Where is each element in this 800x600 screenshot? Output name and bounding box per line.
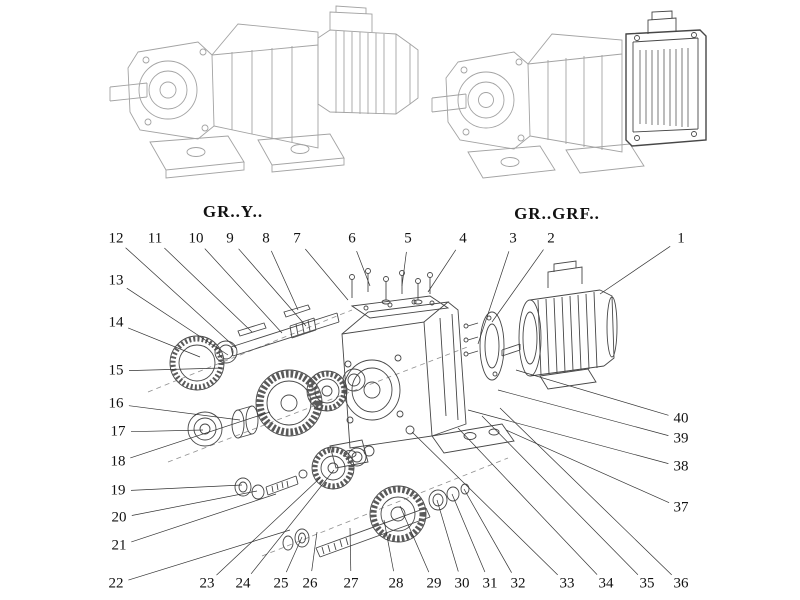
leader-line-35 <box>481 415 639 575</box>
leader-line-37 <box>505 429 670 504</box>
input-shaft <box>230 304 340 357</box>
leader-line-24 <box>250 469 335 575</box>
leader-line-40 <box>515 369 669 416</box>
callout-5: 5 <box>404 230 412 247</box>
callout-1: 1 <box>677 230 685 247</box>
leader-line-38 <box>467 409 669 464</box>
callout-22: 22 <box>108 575 124 592</box>
leader-line-34 <box>457 427 598 575</box>
callout-40: 40 <box>673 410 689 427</box>
callout-29: 29 <box>426 575 442 592</box>
leader-line-20 <box>131 490 258 516</box>
callout-38: 38 <box>673 458 689 475</box>
leader-line-33 <box>411 431 558 576</box>
callout-24: 24 <box>235 575 251 592</box>
leader-line-29 <box>399 505 430 573</box>
leader-line-11 <box>164 247 253 333</box>
callout-3: 3 <box>509 230 517 247</box>
callout-10: 10 <box>188 230 204 247</box>
motor-flange-parts <box>463 311 521 381</box>
callout-37: 37 <box>673 499 689 516</box>
leader-line-4 <box>427 249 457 293</box>
leader-line-15 <box>128 367 223 371</box>
callout-34: 34 <box>598 575 614 592</box>
callout-2: 2 <box>547 230 555 247</box>
leader-lines <box>125 246 672 581</box>
leader-line-6 <box>356 250 371 287</box>
leader-line-1 <box>599 246 671 295</box>
model-label-gr-y: GR..Y.. <box>202 202 264 221</box>
leader-line-21 <box>131 493 277 543</box>
callout-39: 39 <box>673 430 689 447</box>
callout-16: 16 <box>108 395 124 412</box>
leader-line-39 <box>497 389 669 436</box>
leader-line-31 <box>451 493 486 573</box>
callout-15: 15 <box>108 362 124 379</box>
leader-line-10 <box>204 248 283 334</box>
leader-line-8 <box>270 250 299 311</box>
callout-19: 19 <box>110 482 126 499</box>
motor <box>518 260 618 390</box>
large-helical-gears <box>255 368 366 437</box>
callout-4: 4 <box>459 230 467 247</box>
flange-block-gr-grf <box>625 10 707 147</box>
callout-35: 35 <box>639 575 655 592</box>
callout-30: 30 <box>454 575 470 592</box>
leader-line-27 <box>349 527 352 572</box>
callout-14: 14 <box>108 314 124 331</box>
exploded-view <box>147 260 618 558</box>
callout-32: 32 <box>510 575 526 592</box>
leader-line-22 <box>128 529 291 581</box>
callout-21: 21 <box>111 537 127 554</box>
leader-line-16 <box>128 405 241 421</box>
leader-line-12 <box>125 247 237 349</box>
gearbox-iso-gr-grf <box>431 33 645 179</box>
callout-13: 13 <box>108 272 124 289</box>
callout-6: 6 <box>348 230 356 247</box>
leader-line-26 <box>311 531 318 572</box>
leader-line-23 <box>216 477 321 576</box>
callout-8: 8 <box>262 230 270 247</box>
leader-line-5 <box>401 251 407 287</box>
callout-26: 26 <box>302 575 318 592</box>
callout-7: 7 <box>293 230 301 247</box>
callout-9: 9 <box>226 230 234 247</box>
gear-housing <box>329 295 515 469</box>
leader-line-2 <box>491 249 544 323</box>
bearing-and-sleeve <box>187 405 259 447</box>
callout-11: 11 <box>147 230 163 247</box>
leader-line-3 <box>477 251 510 345</box>
callout-12: 12 <box>108 230 124 247</box>
callout-27: 27 <box>343 575 359 592</box>
gearbox-iso-gr-y <box>109 5 419 179</box>
leader-line-17 <box>130 429 204 433</box>
leader-line-30 <box>436 499 459 572</box>
callout-18: 18 <box>110 453 126 470</box>
leader-line-7 <box>305 248 349 301</box>
cover-bolts <box>349 268 433 305</box>
intermediate-gear-set <box>311 445 375 490</box>
leader-line-19 <box>130 484 243 491</box>
leader-line-14 <box>127 327 201 358</box>
leader-line-32 <box>463 488 512 573</box>
leader-line-28 <box>383 519 394 572</box>
output-shaft-assembly <box>282 483 470 558</box>
callout-20: 20 <box>111 509 127 526</box>
callout-36: 36 <box>673 575 689 592</box>
callout-28: 28 <box>388 575 404 592</box>
leader-line-36 <box>499 407 672 576</box>
callout-33: 33 <box>559 575 575 592</box>
callout-31: 31 <box>482 575 498 592</box>
ring-gear-and-washer <box>169 335 238 391</box>
callout-25: 25 <box>273 575 289 592</box>
leader-line-18 <box>130 411 271 459</box>
leader-line-25 <box>285 536 303 573</box>
callout-17: 17 <box>110 423 126 440</box>
model-label-gr-grf: GR..GRF.. <box>514 204 600 223</box>
callout-23: 23 <box>199 575 215 592</box>
washers-and-stub-shaft <box>234 469 308 500</box>
leader-line-13 <box>126 287 229 356</box>
leader-line-9 <box>238 248 307 327</box>
